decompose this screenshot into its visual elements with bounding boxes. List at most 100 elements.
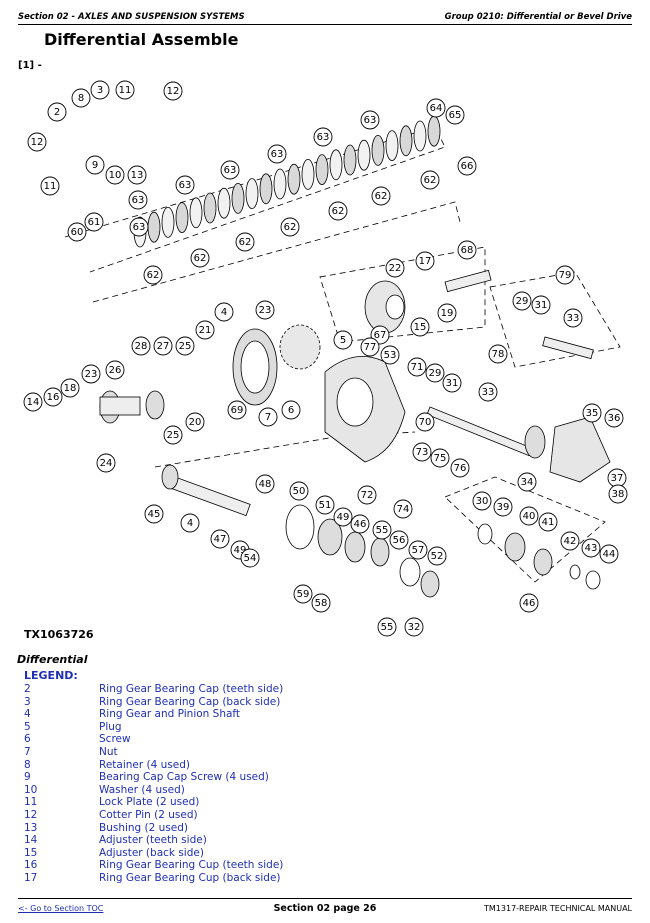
callout-label: 64	[430, 103, 443, 114]
callout-49: 49	[333, 507, 353, 527]
callout-label: 62	[194, 253, 207, 264]
callout-label: 50	[293, 486, 306, 497]
callout-59: 59	[293, 584, 313, 604]
callout-47: 47	[210, 529, 230, 549]
callout-label: 29	[516, 296, 529, 307]
callout-circle	[427, 546, 447, 566]
callout-label: 21	[199, 325, 212, 336]
clutch-disc	[231, 183, 245, 214]
callout-label: 19	[441, 308, 454, 319]
callout-70: 70	[415, 412, 435, 432]
callout-label: 11	[119, 85, 132, 96]
callout-label: 68	[461, 245, 474, 256]
callout-circle	[105, 165, 125, 185]
callout-label: 73	[416, 447, 429, 458]
callout-label: 47	[214, 534, 227, 545]
callout-label: 55	[381, 622, 394, 633]
toc-link[interactable]: <- Go to Section TOC	[18, 904, 104, 913]
callout-circle	[163, 425, 183, 445]
callout-58: 58	[311, 593, 331, 613]
callout-circle	[84, 212, 104, 232]
callout-circle	[190, 248, 210, 268]
legend-description: Screw	[99, 733, 131, 746]
legend-description: Retainer (4 used)	[99, 758, 190, 771]
callout-label: 74	[397, 504, 410, 515]
legend-number: 2	[24, 683, 31, 695]
clutch-disc	[427, 115, 441, 147]
callout-label: 62	[147, 270, 160, 281]
legend-description: Washer (4 used)	[99, 783, 185, 796]
legend-description: Ring Gear Bearing Cap (teeth side)	[99, 683, 284, 695]
callout-31: 31	[531, 295, 551, 315]
legend-number: 15	[24, 846, 38, 859]
callout-17: 17	[415, 251, 435, 271]
callout-label: 38	[612, 489, 625, 500]
callout-31: 31	[442, 373, 462, 393]
callout-15: 15	[410, 317, 430, 337]
callout-14: 14	[23, 392, 43, 412]
callout-18: 18	[60, 378, 80, 398]
callout-label: 48	[259, 479, 272, 490]
callout-circle	[538, 512, 558, 532]
callout-53: 53	[380, 345, 400, 365]
callout-label: 31	[535, 300, 548, 311]
callout-circle	[360, 110, 380, 130]
callout-circle	[23, 392, 43, 412]
callout-73: 73	[412, 442, 432, 462]
callout-circle	[393, 499, 413, 519]
callout-label: 62	[332, 206, 345, 217]
callout-circle	[255, 300, 275, 320]
callout-circle	[60, 378, 80, 398]
callout-40: 40	[519, 506, 539, 526]
callout-63: 63	[360, 110, 380, 130]
callout-19: 19	[437, 303, 457, 323]
reference-marker: [1] -	[18, 60, 42, 71]
callout-circle	[333, 330, 353, 350]
callout-36: 36	[604, 408, 624, 428]
callout-circle	[43, 387, 63, 407]
callout-52: 52	[427, 546, 447, 566]
callout-29: 29	[512, 291, 532, 311]
callout-11: 11	[115, 80, 135, 100]
legend-number: 16	[24, 859, 38, 872]
callout-54: 54	[240, 548, 260, 568]
callout-5: 5	[333, 330, 353, 350]
callout-label: 53	[384, 350, 397, 361]
clutch-disc	[357, 139, 371, 171]
callout-21: 21	[195, 320, 215, 340]
callout-label: 15	[414, 322, 427, 333]
callout-27: 27	[153, 336, 173, 356]
callout-label: 6	[288, 405, 294, 416]
callout-label: 37	[611, 473, 624, 484]
callout-label: 49	[234, 545, 247, 556]
callout-30: 30	[472, 491, 492, 511]
callout-label: 66	[461, 161, 474, 172]
callout-62: 62	[143, 265, 163, 285]
page-title: Differential Assemble	[44, 30, 239, 49]
callout-label: 43	[585, 543, 598, 554]
clutch-disc	[203, 192, 217, 224]
callout-label: 63	[364, 115, 377, 126]
clutch-disc	[371, 135, 385, 166]
callout-6: 6	[281, 400, 301, 420]
callout-label: 24	[100, 458, 113, 469]
page-header: Section 02 - AXLES AND SUSPENSION SYSTEM…	[18, 4, 632, 25]
callout-44: 44	[599, 544, 619, 564]
callout-45: 45	[144, 504, 164, 524]
callout-circle	[85, 155, 105, 175]
page-footer: <- Go to Section TOC Section 02 page 26 …	[18, 898, 632, 921]
callout-46: 46	[519, 593, 539, 613]
callout-label: 46	[354, 519, 367, 530]
callout-circle	[360, 337, 380, 357]
callout-circle	[180, 513, 200, 533]
callout-9: 9	[85, 155, 105, 175]
callout-label: 22	[389, 263, 402, 274]
legend-description: Nut	[99, 745, 118, 758]
callout-label: 32	[408, 622, 421, 633]
clutch-disc	[329, 149, 343, 181]
callout-circle	[267, 144, 287, 164]
callout-circle	[457, 156, 477, 176]
